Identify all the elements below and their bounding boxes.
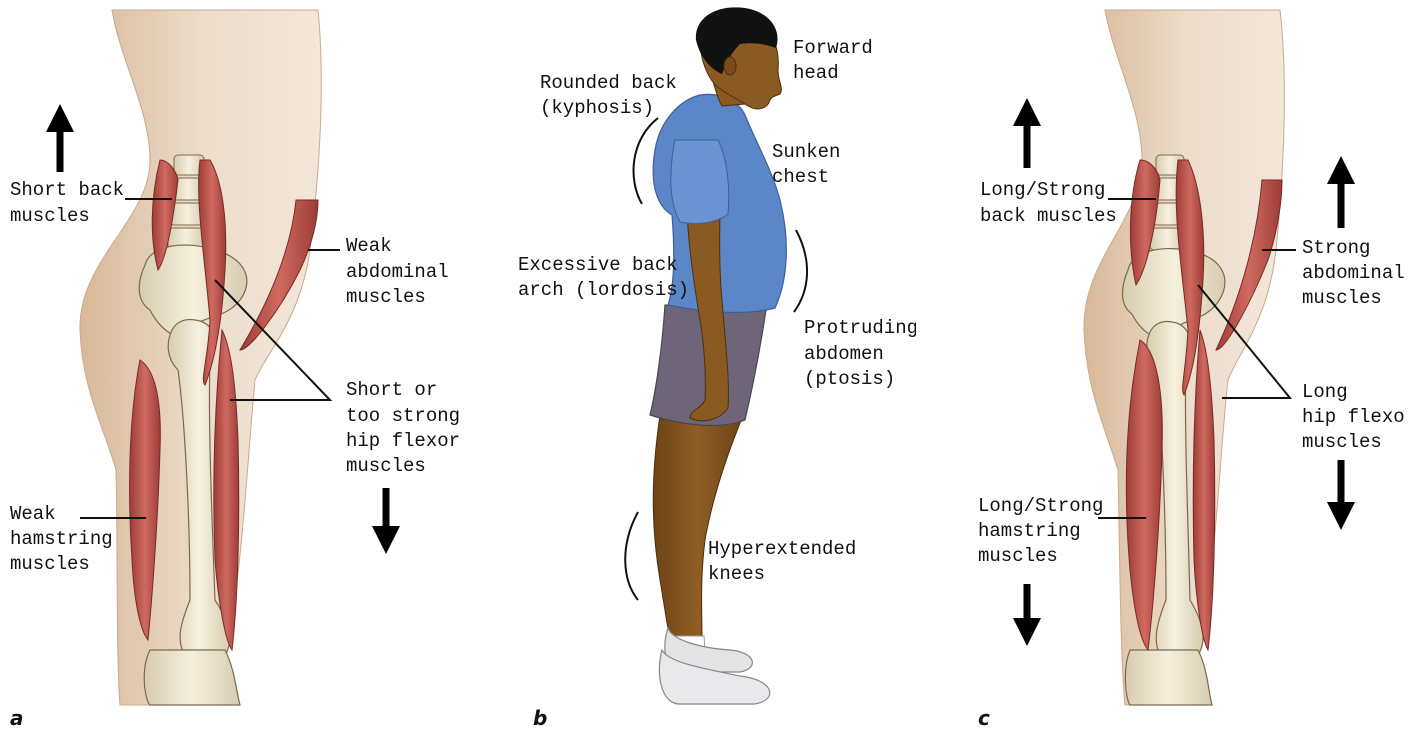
label-long-hamstring-line1: Long/Strong	[978, 494, 1103, 518]
label-sunken-chest-line2: chest	[772, 165, 829, 189]
label-hip-flexor-a-line2: too strong	[346, 404, 464, 428]
label-long-hamstring-line2: hamstring	[978, 519, 1081, 543]
label-weak-hamstring-line2: hamstring	[10, 527, 113, 551]
panel-c-anatomy	[1027, 10, 1341, 705]
label-forward-head-line1: Forward	[793, 36, 873, 60]
label-protruding-abdomen-line3: (ptosis)	[804, 367, 895, 391]
label-forward-head-line2: head	[793, 61, 839, 85]
label-hip-flexor-a-line3: hip flexor	[346, 429, 464, 453]
label-hip-flexor-a-line4: muscles	[346, 454, 464, 478]
label-strong-abdominal-line1: Strong	[1302, 236, 1406, 260]
label-rounded-back-line1: Rounded back	[540, 71, 677, 95]
label-protruding-abdomen-line1: Protruding	[804, 316, 916, 340]
label-rounded-back-line2: (kyphosis)	[540, 96, 654, 120]
label-long-back-line2: back muscles	[980, 204, 1117, 228]
label-short-back-line2: muscles	[10, 204, 90, 228]
label-weak-abdominal-line3: muscles	[346, 285, 426, 309]
label-hip-flexor-a-line1: Short or	[346, 378, 464, 402]
label-long-hip-flexor-line1: Long	[1302, 380, 1406, 404]
label-long-hip-flexor-line2: hip flexor	[1302, 405, 1406, 429]
knee-c	[1125, 650, 1212, 705]
legs-b	[653, 415, 742, 640]
panel-letter-b: b	[533, 706, 547, 730]
label-sunken-chest-line1: Sunken	[772, 140, 840, 164]
label-long-hip-flexor-line3: muscles	[1302, 430, 1406, 454]
label-weak-hamstring-line3: muscles	[10, 552, 90, 576]
ear-b	[724, 57, 736, 75]
label-knees-line1: Hyperextended	[708, 537, 856, 561]
label-long-back-line1: Long/Strong	[980, 178, 1105, 202]
label-short-back-line1: Short back	[10, 178, 124, 202]
knee-a	[144, 650, 240, 705]
label-strong-abdominal-line3: muscles	[1302, 286, 1406, 310]
label-protruding-abdomen-line2: abdomen	[804, 342, 884, 366]
label-lordosis-line2: arch (lordosis)	[518, 278, 689, 302]
label-weak-abdominal-line1: Weak	[346, 234, 392, 258]
label-knees-line2: knees	[708, 562, 765, 586]
label-long-hamstring-line3: muscles	[978, 544, 1058, 568]
label-weak-abdominal-line2: abdominal	[346, 260, 449, 284]
sleeve-b	[671, 140, 729, 224]
panel-letter-c: c	[978, 706, 990, 730]
panel-letter-a: a	[10, 706, 24, 730]
label-lordosis-line1: Excessive back	[518, 253, 678, 277]
panel-a-anatomy	[60, 10, 386, 705]
label-strong-abdominal-line2: abdominal	[1302, 261, 1406, 285]
label-weak-hamstring-line1: Weak	[10, 502, 56, 526]
